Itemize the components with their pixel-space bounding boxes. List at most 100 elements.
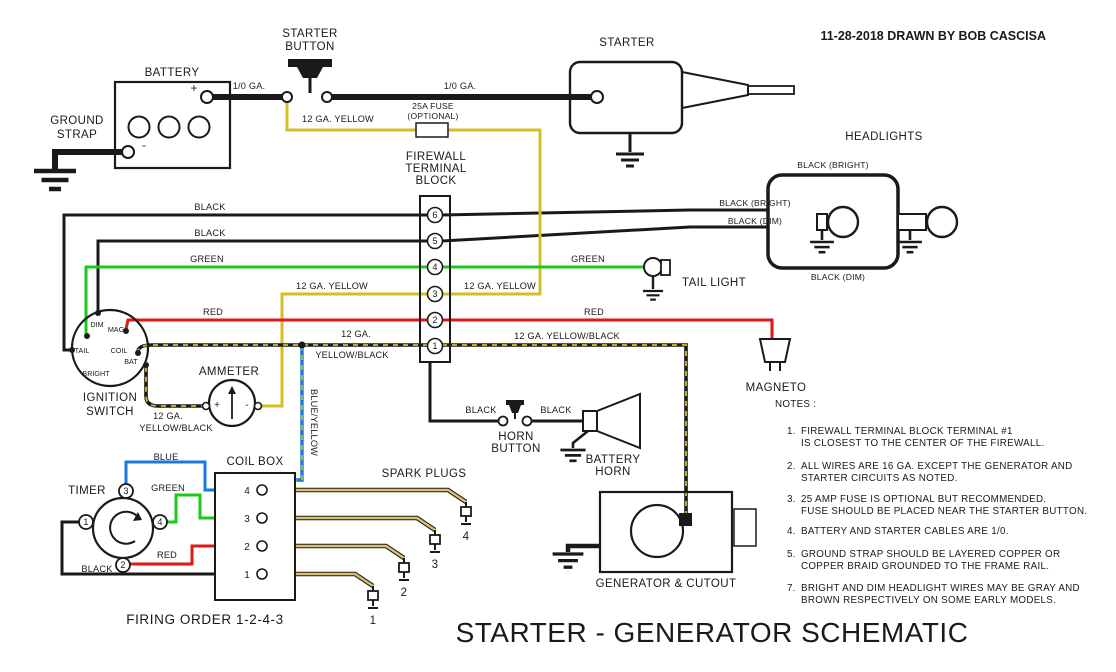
horn-button-terminal: [497, 415, 509, 427]
battery-label: BATTERY: [145, 67, 200, 79]
terminal-2-number: 2: [432, 315, 437, 325]
ignition-terminal-dot: [95, 310, 101, 316]
timer-terminal-3: [118, 483, 134, 499]
wire-horn-feed: [428, 362, 500, 423]
timer-terminal-1: [78, 514, 94, 530]
fuse: 25A FUSE (OPTIONAL): [407, 101, 458, 138]
wire-terminal5-black: [96, 239, 428, 311]
ammeter: + - AMMETER: [199, 366, 263, 428]
wire-yb-terminal1-right-tracer: [442, 344, 687, 517]
battery-minus-sign: -: [142, 138, 146, 152]
battery-negative-terminal: [121, 145, 135, 159]
wire-red-terminal2-left: [124, 318, 428, 330]
coil-terminal-4: [256, 484, 268, 496]
timer-terminal-1-number: 1: [83, 517, 88, 527]
timer: 1 2 3 4 TIMER: [68, 483, 168, 573]
terminal5-right-wire-label: BLACK (DIM): [728, 216, 782, 226]
horn-right-wire-label: BLACK: [540, 405, 572, 415]
ammeter-minus-sign: -: [245, 400, 248, 411]
wire-ground-strap: [52, 149, 122, 169]
timer-terminal-4-number: 4: [157, 517, 162, 527]
ignition-coil-label: COIL: [111, 346, 128, 355]
terminal-6: [426, 206, 444, 224]
note-7-num: 7.: [787, 583, 796, 594]
coil-feed-label: BLUE/YELLOW: [309, 389, 319, 456]
horn-bell: [596, 392, 641, 450]
note-3-num: 3.: [787, 494, 796, 505]
magneto-label: MAGNETO: [746, 382, 807, 394]
note-3-line-2: FUSE SHOULD BE PLACED NEAR THE STARTER B…: [801, 506, 1087, 517]
horn-button-cap: [506, 400, 524, 405]
timer-terminal-2: [115, 557, 131, 573]
terminal2-left-label: RED: [203, 307, 223, 317]
wire-ammeter-to-ignition-base: [144, 366, 206, 408]
notes: NOTES : 1. FIREWALL TERMINAL BLOCK TERMI…: [775, 399, 1087, 606]
note-1-num: 1.: [787, 426, 796, 437]
coil-terminal-3: [256, 512, 268, 524]
battery-cable-label: 1/0 GA.: [233, 81, 266, 91]
horn-driver: [582, 410, 598, 432]
coil-terminal-4-number: 4: [244, 486, 250, 497]
starter-button-label-2: BUTTON: [285, 41, 334, 53]
ammeter-terminal: [201, 401, 211, 411]
wire-yellow-terminal3-left: [260, 292, 428, 408]
battery-horn-label-1: BATTERY: [586, 454, 641, 466]
attribution: 11-28-2018 DRAWN BY BOB CASCISA: [820, 29, 1046, 43]
wire-generator-ground: [565, 543, 600, 552]
wire-headlight-dim: [441, 225, 768, 243]
headlights: HEADLIGHTS BLACK (BRIGHT) BLACK (DIM) BL…: [719, 131, 959, 282]
ammeter-label: AMMETER: [199, 366, 259, 378]
generator-case: [598, 490, 734, 574]
horn-left-wire-label: BLACK: [465, 405, 497, 415]
ground-icon: [808, 240, 836, 254]
wire-yb-terminal1-left-tracer: [137, 344, 428, 352]
terminal2-right-label: RED: [584, 307, 604, 317]
wire-ammeter-to-ignition-tracer: [145, 366, 206, 407]
spark-plug-body: [398, 562, 410, 573]
ground-icon: [641, 289, 665, 301]
magneto-plug-pins: [769, 362, 781, 371]
horn-button-label-1: HORN: [498, 431, 533, 443]
timer-blue-label: BLUE: [154, 452, 179, 462]
wire-green-terminal4-left: [84, 265, 428, 334]
timer-black-label: BLACK: [81, 564, 113, 574]
ground-icon: [559, 448, 587, 463]
wire-yellow-feed: [285, 102, 542, 296]
starter-button-body: [297, 67, 323, 78]
spark-plug-body: [460, 506, 472, 517]
wire-red-terminal2-right: [442, 318, 774, 339]
ignition-terminal-dot: [143, 362, 149, 368]
spark-plug-3-number: 3: [432, 559, 439, 571]
wire-plug4-base: [267, 487, 468, 504]
terminal-1: [426, 337, 444, 355]
junction-dot: [298, 341, 306, 349]
terminal3-left-label: 12 GA. YELLOW: [296, 281, 368, 291]
ground-icon: [34, 171, 76, 189]
battery-horn: BATTERY HORN: [582, 392, 641, 478]
terminal-block-label-3: BLOCK: [416, 175, 457, 187]
battery-positive-terminal: [200, 90, 214, 104]
ignition-terminal-dot: [69, 347, 75, 353]
generator-label: GENERATOR & CUTOUT: [596, 578, 737, 590]
starter-shaft: [747, 85, 795, 95]
spark-plug-4: 4: [460, 502, 472, 543]
magneto: MAGNETO: [746, 338, 807, 394]
fuse-label-1: 25A FUSE: [412, 101, 454, 111]
terminal5-left-label: BLACK: [194, 228, 226, 238]
terminal-1-number: 1: [432, 341, 437, 351]
headlight-bottom-wire-label: BLACK (DIM): [811, 272, 865, 282]
ground-icon: [550, 552, 586, 569]
ignition-switch: DIM MAG TAIL COIL BAT BRIGHT IGNITION SW…: [69, 308, 150, 418]
timer-rotation-arrow: [109, 510, 139, 545]
generator-terminal: [679, 513, 692, 526]
coil-box-body: [214, 472, 296, 601]
wire-timer-black: [60, 520, 215, 576]
headlamp-right-socket: [897, 213, 927, 231]
ignition-bat-label: BAT: [124, 357, 138, 366]
ground-icon: [614, 152, 646, 168]
timer-terminal-2-number: 2: [120, 560, 125, 570]
fuse-body: [415, 122, 449, 138]
terminal-4: [426, 258, 444, 276]
note-2-line-2: STARTER CIRCUITS AS NOTED.: [801, 473, 958, 484]
